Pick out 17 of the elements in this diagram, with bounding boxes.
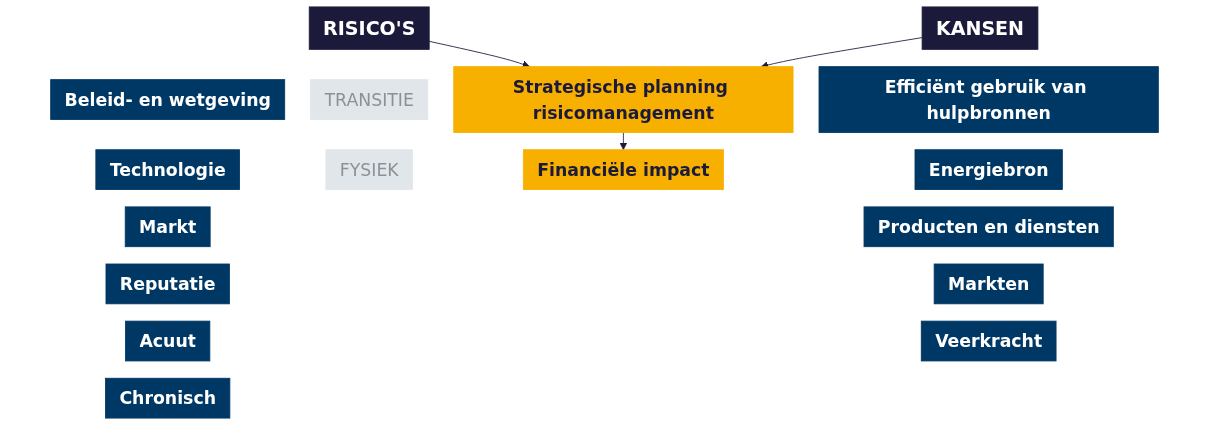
node-box: Chronisch — [105, 377, 231, 419]
node-box: Beleid- en wetgeving — [50, 79, 286, 120]
node-box: Markten — [933, 263, 1044, 305]
node-box: RISICO'S — [308, 6, 430, 50]
node-box: Producten en diensten — [863, 206, 1114, 248]
node-box: Efficiënt gebruik van hulpbronnen — [818, 66, 1159, 133]
node-box: Technologie — [95, 149, 240, 190]
node-box: Acuut — [125, 320, 211, 362]
node-box: Financiële impact — [522, 149, 724, 190]
node-box: Strategische planning risicomanagement — [453, 66, 794, 133]
node-box: Reputatie — [105, 263, 230, 305]
node-box: Veerkracht — [920, 320, 1057, 362]
node-box: TRANSITIE — [310, 79, 429, 120]
node-box: KANSEN — [921, 6, 1039, 50]
node-box: Markt — [124, 206, 211, 248]
node-box: Energiebron — [914, 149, 1063, 190]
node-box: FYSIEK — [325, 149, 413, 190]
